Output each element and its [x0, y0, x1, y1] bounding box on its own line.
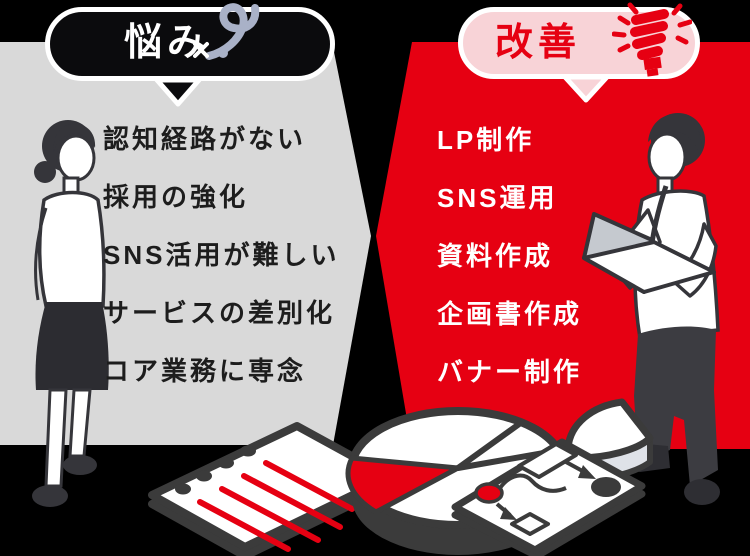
bullet-dot: [240, 445, 256, 457]
bulb-tip: [646, 68, 659, 77]
woman-torso: [37, 190, 106, 308]
man-shoe: [684, 479, 720, 505]
woman-illustration: [32, 120, 109, 507]
flowchart-arrowhead: [500, 507, 517, 520]
laptop-base: [582, 240, 716, 294]
woman-hair-bun: [34, 161, 56, 183]
checklist-lines: [197, 460, 355, 552]
solutions-list-item: 資料作成: [437, 241, 554, 271]
problems-list-item: サービスの差別化: [103, 298, 336, 328]
woman-hair-fringe: [53, 123, 96, 152]
bulb-rays: [612, 2, 692, 53]
woman-neck: [62, 176, 80, 195]
flowchart-arrowhead: [578, 465, 596, 479]
flowchart-start-node: [474, 482, 504, 504]
man-illustration: [582, 113, 720, 505]
bullet-dot: [218, 457, 234, 469]
solutions-list-item: 企画書作成: [437, 299, 583, 329]
solutions-bubble-label: 改善: [495, 22, 582, 64]
man-hair-fringe: [648, 114, 702, 154]
woman-shoe: [63, 455, 97, 475]
flowchart-end-node: [591, 477, 621, 497]
bullet-dot: [175, 483, 191, 495]
bulb-coil: [630, 9, 669, 60]
pie-cut-line: [455, 419, 525, 471]
woman-arm: [34, 207, 48, 301]
solutions-list-item: バナー制作: [437, 357, 583, 387]
problems-list-item: 採用の強化: [103, 182, 249, 212]
solutions-list-item: LP制作: [437, 125, 535, 155]
woman-skirt: [35, 302, 109, 390]
problems-bubble-label: 悩み: [124, 22, 211, 64]
problems-list: 認知経路がない 採用の強化 SNS活用が難しい サービスの差別化 コア業務に専念: [103, 125, 339, 385]
flowchart-document-illustration: [451, 438, 646, 556]
flowchart-diamond-node: [510, 512, 550, 536]
problems-list-item: SNS活用が難しい: [103, 240, 340, 270]
solutions-bubble: 改善: [458, 2, 700, 79]
woman-shoe: [32, 485, 68, 507]
pie-exploded-slice-top: [564, 398, 654, 462]
solutions-list-item: SNS運用: [437, 183, 558, 213]
bulb-base: [643, 56, 662, 71]
woman-leg: [68, 388, 92, 458]
man-face: [647, 132, 687, 182]
solutions-list: LP制作 SNS運用 資料作成 企画書作成 バナー制作: [437, 126, 582, 386]
problems-list-item: コア業務に専念: [103, 356, 307, 386]
pie-red-slice: [345, 455, 461, 515]
flowchart-rect-node: [517, 442, 578, 479]
bullet-dot: [196, 470, 212, 482]
problems-bubble: 悩み: [45, 3, 335, 81]
idea-lightbulb-icon: [612, 2, 692, 77]
woman-face: [56, 134, 96, 182]
woman-leg: [44, 388, 68, 488]
flowchart-curve: [498, 473, 567, 493]
problems-list-item: 認知経路がない: [103, 124, 307, 154]
laptop-icon: [582, 212, 716, 294]
